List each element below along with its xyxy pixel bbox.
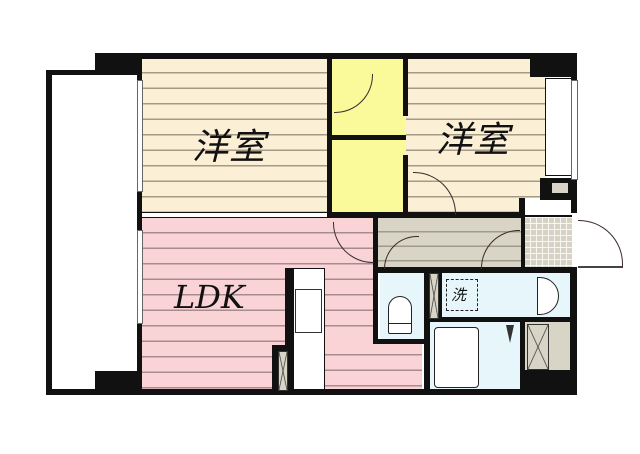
wall-toilet-right bbox=[424, 268, 430, 394]
wall-balcony-top bbox=[46, 70, 142, 75]
wall-closet-right2 bbox=[403, 155, 408, 217]
wall-left-rooms bbox=[137, 53, 142, 393]
shower-icon bbox=[506, 325, 514, 343]
wall-wash-left bbox=[437, 268, 442, 322]
meter-box bbox=[552, 183, 568, 193]
ldk bbox=[142, 218, 378, 393]
wall-closet-mid bbox=[330, 135, 406, 140]
wall-toilet-bottom bbox=[373, 339, 428, 344]
wall-top bbox=[95, 53, 577, 59]
wall-hall-left bbox=[373, 218, 378, 343]
room-label-ldk: LDK bbox=[174, 278, 245, 316]
window-room2[interactable] bbox=[571, 80, 578, 180]
wall-closet-right bbox=[403, 58, 408, 116]
western-room-1 bbox=[142, 58, 330, 216]
room-label-western-2: 洋室 bbox=[436, 120, 511, 161]
shoe-storage-icon bbox=[527, 324, 549, 370]
wall-closet-left bbox=[327, 58, 332, 218]
balcony bbox=[46, 73, 142, 393]
wall-right-lower bbox=[570, 267, 577, 393]
wall-corner-tr bbox=[530, 53, 577, 77]
kitchen-wall bbox=[285, 268, 293, 393]
wall-balcony-left bbox=[46, 70, 52, 395]
wall-hall-bottom bbox=[373, 267, 577, 273]
kitchen-sink[interactable] bbox=[295, 289, 322, 333]
storage-narrow-icon bbox=[429, 273, 439, 319]
toilet-tank-line bbox=[388, 323, 412, 324]
wall-room2-right2 bbox=[519, 198, 525, 218]
wall-closet-bottom bbox=[330, 212, 525, 218]
wall-corner-br bbox=[525, 370, 577, 393]
entrance-step bbox=[524, 198, 572, 217]
room-label-western-1: 洋室 bbox=[192, 127, 267, 168]
wall-corner-tl bbox=[95, 53, 140, 75]
bathtub-icon bbox=[434, 327, 479, 388]
toilet-bowl-icon bbox=[388, 296, 412, 334]
balcony-side-panel bbox=[545, 78, 571, 176]
window-ldk[interactable] bbox=[137, 230, 143, 324]
window-room1[interactable] bbox=[137, 80, 143, 192]
wall-wash-bottom bbox=[430, 317, 575, 322]
fridge-space-icon bbox=[278, 351, 288, 391]
wall-room1-bottom bbox=[142, 212, 378, 218]
entrance-door-arc[interactable] bbox=[578, 220, 623, 268]
wall-bottom bbox=[46, 389, 577, 395]
washer-space bbox=[446, 279, 478, 311]
wall-bath-right bbox=[520, 317, 525, 393]
wall-entrance-left bbox=[521, 217, 525, 273]
wall-corner-bl bbox=[95, 371, 140, 393]
closet-lower bbox=[330, 138, 406, 216]
washer-label: 洗 bbox=[451, 286, 467, 304]
entrance-tile bbox=[524, 217, 572, 267]
